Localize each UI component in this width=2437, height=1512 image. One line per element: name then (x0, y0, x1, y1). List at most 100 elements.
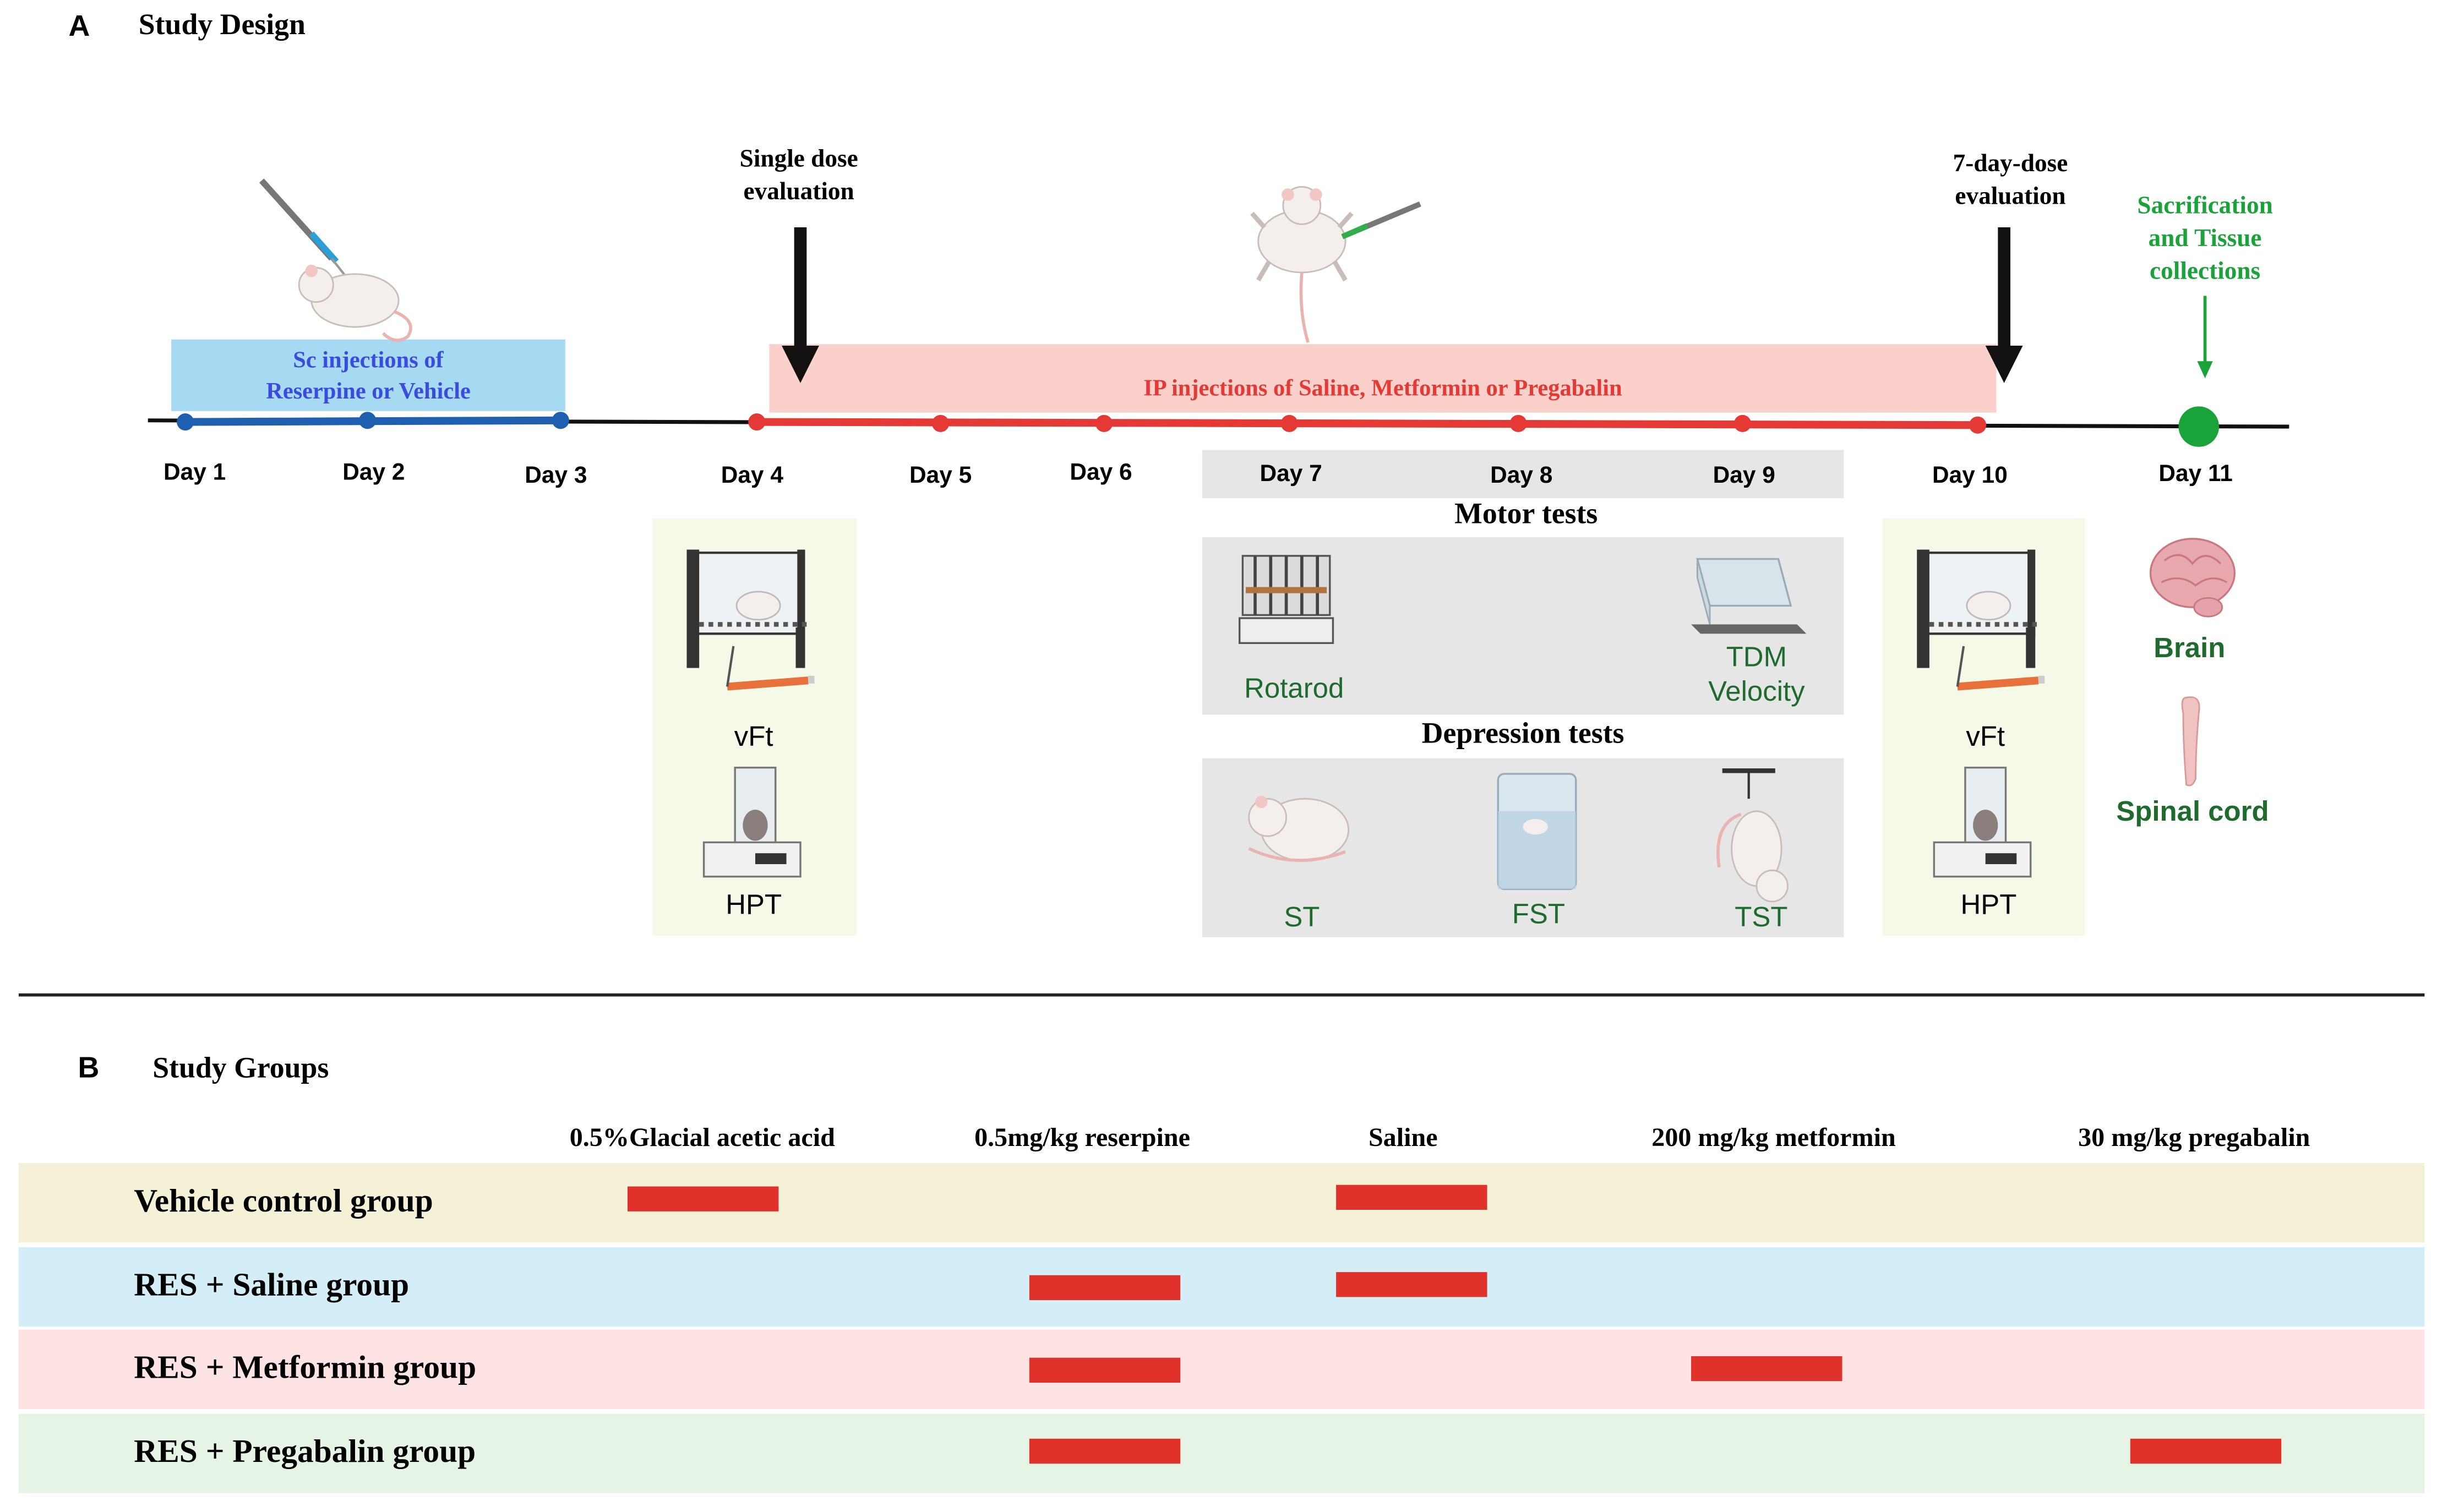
single-dose-line2: evaluation (743, 179, 854, 206)
day11-marker (2178, 406, 2220, 447)
group-name: Vehicle control group (134, 1182, 433, 1219)
dose-bar-vehicle-saline (1336, 1185, 1487, 1210)
motor-days-strip (1202, 450, 1844, 499)
day-label: Day 1 (163, 459, 226, 486)
panel-divider (18, 993, 2425, 997)
day-label: Day 10 (1932, 462, 2008, 489)
tst-mouse-icon (1716, 768, 1789, 903)
tdm-cage-icon (1691, 558, 1807, 634)
day6-marker (1095, 414, 1113, 432)
vft-label-day4: vFt (734, 720, 773, 752)
column-header: 0.5%Glacial acetic acid (569, 1122, 835, 1153)
hpt-label-day4: HPT (726, 889, 782, 920)
day5-marker (932, 414, 950, 432)
hpt-label-day10: HPT (1960, 889, 2017, 920)
column-header: 0.5mg/kg reserpine (974, 1122, 1190, 1153)
day4-test-icons (686, 549, 815, 878)
day-label: Day 3 (525, 462, 587, 489)
sacrifice-callout: Sacrification and Tissue collections (2137, 190, 2272, 288)
sacrifice-arrow (2197, 296, 2213, 379)
fst-cylinder-icon (1497, 773, 1577, 890)
fst-label: FST (1512, 898, 1565, 930)
ip-band-label: IP injections of Saline, Metformin or Pr… (1143, 376, 1622, 402)
day-label: Day 2 (342, 459, 405, 486)
spinal-cord-label: Spinal cord (2116, 795, 2269, 827)
timeline (148, 178, 2289, 447)
depression-test-icons (1248, 768, 1789, 903)
sacrifice-line1: Sacrification (2137, 193, 2273, 220)
group-row-res-pregabalin: RES + Pregabalin group (18, 1413, 2425, 1493)
day1-marker (177, 413, 194, 431)
day-label: Day 4 (721, 462, 783, 489)
brain-icon (2149, 538, 2236, 618)
ip-injection-band: IP injections of Saline, Metformin or Pr… (769, 344, 1997, 413)
dose-bar-vehicle-acetic-acid (628, 1186, 779, 1211)
panel-b-letter: B (78, 1052, 100, 1085)
day7-marker (1280, 414, 1298, 432)
rotarod-label: Rotarod (1244, 673, 1344, 704)
day9-marker (1733, 414, 1751, 432)
sc-mouse-icon (259, 178, 412, 342)
ip-segment (756, 418, 1978, 429)
tdm-label: TDM Velocity (1708, 640, 1805, 708)
dose-bar-res-metformin-metformin (1691, 1356, 1842, 1382)
panel-b-title: Study Groups (152, 1052, 329, 1085)
single-dose-arrow (782, 227, 819, 383)
panel-a-title: Study Design (138, 9, 306, 42)
tdm-label-line1: TDM (1726, 641, 1787, 673)
day-label: Day 8 (1490, 462, 1553, 489)
hpt-apparatus-icon (702, 766, 802, 878)
day-label: Day 7 (1260, 461, 1322, 488)
day10-test-icons (1917, 549, 2045, 878)
group-row-res-saline: RES + Saline group (18, 1247, 2425, 1327)
day4-marker (748, 413, 766, 431)
day10-marker (1969, 416, 1987, 434)
sc-band-line1: Sc injections of (293, 348, 444, 374)
spinal-cord-icon (2181, 696, 2200, 787)
day-label: Day 5 (909, 462, 972, 489)
single-dose-line1: Single dose (739, 146, 858, 173)
day8-marker (1509, 414, 1527, 432)
st-mouse-icon (1248, 795, 1350, 862)
dose-bar-res-pregabalin-reserpine (1029, 1438, 1181, 1464)
sacrifice-line2: and Tissue (2148, 226, 2262, 253)
depression-tests-title: Depression tests (1421, 718, 1624, 751)
vft-apparatus-icon (1917, 549, 2045, 691)
hpt-apparatus-icon (1933, 766, 2032, 878)
group-row-vehicle: Vehicle control group (18, 1163, 2425, 1243)
group-name: RES + Pregabalin group (134, 1432, 476, 1470)
group-row-res-metformin: RES + Metformin group (18, 1329, 2425, 1410)
column-header: 200 mg/kg metformin (1651, 1122, 1896, 1153)
panel-a-letter: A (68, 10, 90, 44)
day2-marker (359, 412, 377, 429)
tissue-icons (2149, 538, 2236, 787)
group-name: RES + Metformin group (134, 1348, 477, 1386)
vft-label-day10: vFt (1966, 720, 2005, 752)
dose-bar-res-pregabalin-pregabalin (2130, 1438, 2282, 1464)
brain-label: Brain (2153, 632, 2226, 664)
motor-tests-title: Motor tests (1454, 498, 1598, 531)
sacrifice-line3: collections (2150, 258, 2261, 285)
seven-day-line1: 7-day-dose (1953, 151, 2068, 178)
day-label: Day 11 (2158, 461, 2233, 488)
st-label: ST (1284, 901, 1320, 933)
tst-label: TST (1735, 901, 1788, 933)
vft-apparatus-icon (686, 549, 815, 691)
ip-mouse-icon (1250, 186, 1421, 343)
dose-bar-res-saline-reserpine (1029, 1275, 1181, 1301)
day-label: Day 9 (1713, 462, 1775, 489)
tdm-label-line2: Velocity (1708, 675, 1805, 707)
day-label: Day 6 (1070, 459, 1132, 486)
seven-day-arrow (1985, 227, 2023, 383)
single-dose-callout: Single dose evaluation (740, 143, 858, 209)
sc-band-line2: Reserpine or Vehicle (266, 380, 471, 405)
seven-day-callout: 7-day-dose evaluation (1953, 148, 2068, 214)
rotarod-icon (1239, 555, 1334, 644)
motor-test-icons (1239, 555, 1807, 644)
sc-injection-band: Sc injections of Reserpine or Vehicle (171, 339, 565, 411)
seven-day-line2: evaluation (1955, 183, 2066, 210)
column-header: 30 mg/kg pregabalin (2078, 1122, 2310, 1153)
group-name: RES + Saline group (134, 1265, 410, 1303)
day3-marker (552, 412, 569, 429)
column-header: Saline (1368, 1122, 1438, 1153)
